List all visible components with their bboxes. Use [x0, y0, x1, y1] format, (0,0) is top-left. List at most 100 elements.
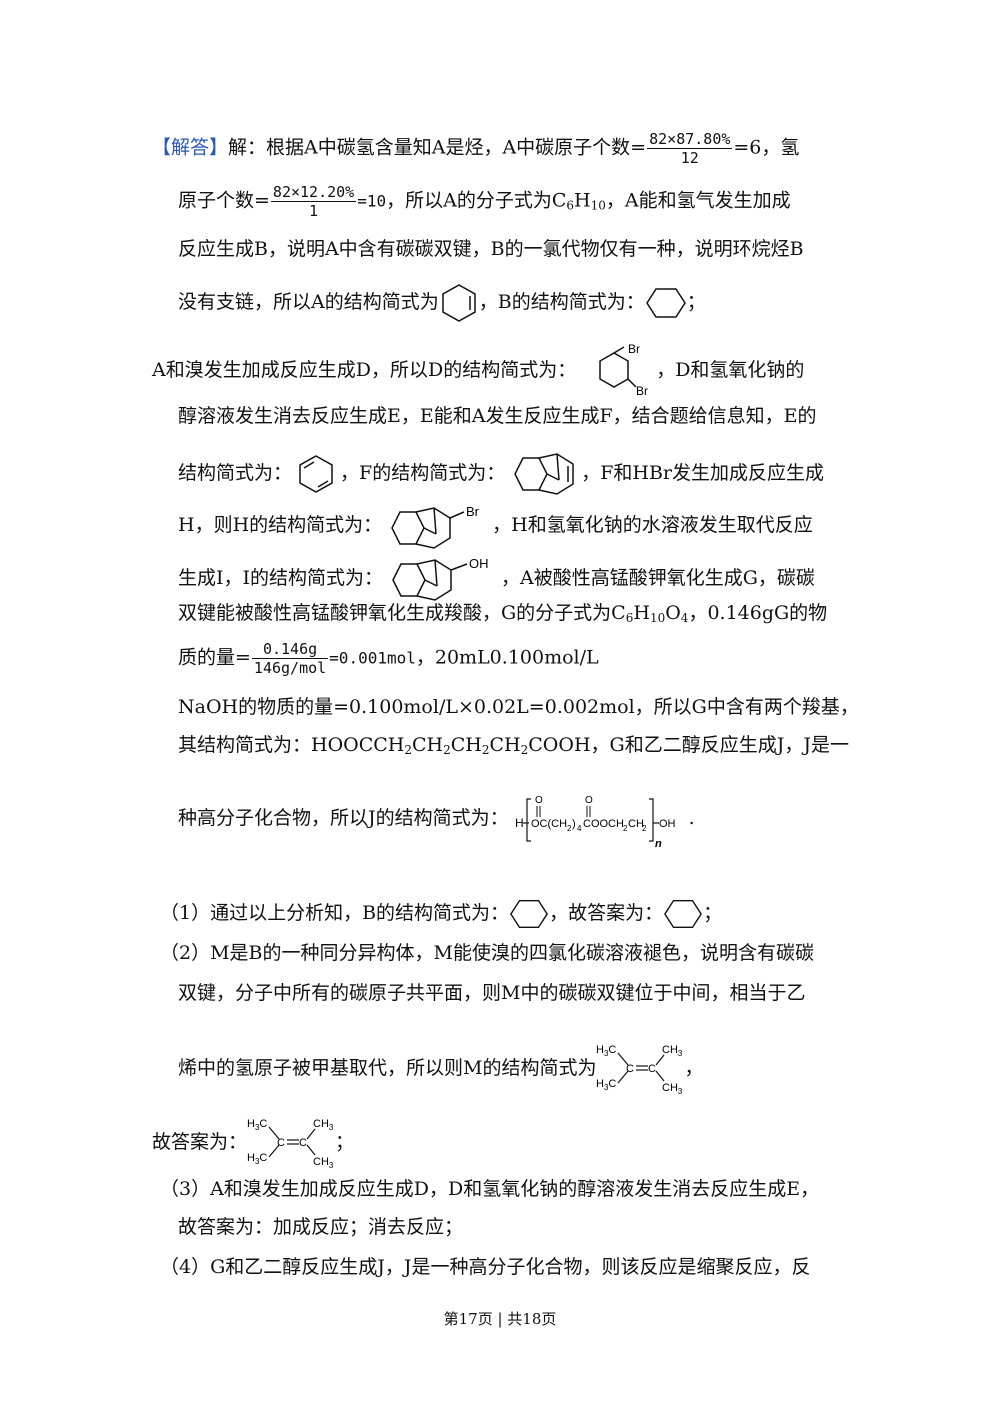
cyclohexene-structure: [441, 284, 476, 322]
poly-left: OC(CH: [531, 818, 567, 830]
fraction-carbon: 82×87.80%12: [647, 130, 733, 167]
butadiene-structure: [299, 455, 333, 493]
tetramethylethylene-structure: H3C H3C C C CH3 CH3: [596, 1044, 683, 1096]
frac-den: 12: [680, 149, 699, 167]
br-label-1: Br: [628, 343, 640, 356]
sub: 6: [625, 611, 634, 625]
text: ，F的结构简式为：: [340, 462, 506, 484]
text: 结构简式为：: [178, 462, 293, 484]
m-h3c-1: H3C: [596, 1044, 616, 1058]
question-2-line-2: 双键，分子中所有的碳原子共平面，则M中的碳碳双键位于中间，相当于乙: [178, 982, 806, 1004]
text: ，H和氢氧化钠的水溶液发生取代反应: [492, 514, 813, 536]
poly-mid: COOCH: [583, 818, 624, 830]
text: ；: [686, 291, 706, 313]
text: （1）通过以上分析知，B的结构简式为：: [160, 902, 510, 924]
sub: 2: [481, 743, 490, 757]
poly-sub2: 2: [567, 824, 572, 833]
text: =10: [357, 191, 387, 211]
answer-line-6: 醇溶液发生消去反应生成E，E能和A发生反应生成F，结合题给信息知，E的: [178, 405, 817, 427]
answer-line-12: NaOH的物质的量=0.100mol/L×0.02L=0.002mol，所以G中…: [178, 696, 859, 718]
m-ch3-2: CH3: [313, 1156, 334, 1170]
text: ，F和HBr发生加成反应生成: [581, 462, 825, 484]
m-c2: C: [299, 1137, 307, 1149]
text: ，20mL0.100mol/L: [415, 646, 599, 669]
oh-label: OH: [469, 556, 489, 571]
question-3-line-2: 故答案为：加成反应；消去反应；: [178, 1216, 464, 1238]
sub: 2: [443, 743, 451, 757]
sub: 4: [680, 611, 689, 625]
text: 原子个数=: [178, 189, 270, 212]
text: H: [633, 602, 650, 624]
poly-n: n: [655, 838, 662, 849]
text: ，B的结构简式为：: [478, 291, 645, 313]
frac-num: 0.146g: [251, 640, 329, 659]
text: 生成I，I的结构简式为：: [178, 567, 384, 589]
question-2-line-3: 烯中的氢原子被甲基取代，所以则M的结构简式为 H3C H3C C C CH3 C…: [178, 1020, 704, 1096]
cyclohexane-structure: [510, 899, 549, 929]
sub: 2: [520, 743, 529, 757]
text: .: [688, 807, 695, 829]
question-3-line-1: （3）A和溴发生加成反应生成D，D和氢氧化钠的醇溶液发生消去反应生成E，: [160, 1178, 820, 1200]
text: 没有支链，所以A的结构简式为: [178, 291, 439, 313]
text: 烯中的氢原子被甲基取代，所以则M的结构简式为: [178, 1057, 597, 1079]
text: ，A被酸性高锰酸钾氧化生成G，碳碳: [501, 567, 815, 589]
text: ，G和乙二醇反应生成J，J是一: [590, 734, 849, 756]
frac-num: 82×87.80%: [647, 130, 733, 149]
frac-num: 82×12.20%: [270, 183, 357, 202]
answer-line-2: 原子个数=82×12.20%1=10，所以A的分子式为C6H10，A能和氢气发生…: [178, 183, 791, 220]
text: ；: [703, 902, 723, 924]
h-bromo-structure: Br: [391, 504, 480, 549]
m-h3c-2: H3C: [247, 1152, 267, 1166]
text: 种高分子化合物，所以J的结构简式为：: [178, 807, 509, 829]
answer-line-4: 没有支链，所以A的结构简式为 ，B的结构简式为： ；: [178, 277, 706, 327]
cyclohexane-structure: [664, 899, 703, 929]
text: 其结构简式为：HOOCCH: [178, 734, 405, 756]
cyclohexane-structure: [645, 288, 686, 318]
text: 质的量=: [178, 646, 251, 669]
answer-line-14: 种高分子化合物，所以J的结构简式为： H OC(CH 2 ) 4 COOCH 2…: [178, 770, 695, 849]
poly-o1: O: [535, 795, 543, 806]
answer-line-13: 其结构简式为：HOOCCH2CH2CH2CH2COOH，G和乙二醇反应生成J，J…: [178, 732, 849, 758]
text: H: [574, 189, 591, 212]
polyester-structure: H OC(CH 2 ) 4 COOCH 2 CH 2 O O OH n: [515, 795, 676, 849]
sub: 10: [590, 198, 606, 213]
poly-sub2c: 2: [642, 824, 647, 833]
text: ，D和氢氧化钠的: [656, 359, 805, 381]
m-ch3-2: CH3: [662, 1082, 683, 1096]
answer-line-7: 结构简式为： ，F的结构简式为： ，F和HBr发生加成反应生成: [178, 443, 825, 495]
question-2-line-1: （2）M是B的一种同分异构体，M能使溴的四氯化碳溶液褪色，说明含有碳碳: [160, 942, 814, 964]
answer-line-9: 生成I，I的结构简式为： OH ，A被酸性高锰酸钾氧化生成G，碳碳: [178, 546, 815, 601]
m-c2: C: [648, 1063, 656, 1075]
tetramethylethylene-structure-answer: H3C H3C C C CH3 CH3: [247, 1118, 334, 1170]
page-footer: 第17页 | 共18页: [443, 1310, 557, 1328]
text: ，所以A的分子式为C: [386, 189, 567, 212]
m-ch3-1: CH3: [662, 1044, 683, 1058]
text: =0.001mol: [329, 648, 416, 668]
m-c1: C: [626, 1063, 634, 1075]
question-1-line: （1）通过以上分析知，B的结构简式为： ，故答案为： ；: [160, 893, 722, 933]
text: CH: [412, 734, 444, 756]
text: 解：根据A中碳氢含量知A是烃，A中碳原子个数=: [228, 136, 647, 159]
text: ；: [335, 1131, 355, 1153]
m-ch3-1: CH3: [313, 1118, 334, 1132]
text: 双键能被酸性高锰酸钾氧化生成羧酸，G的分子式为C: [178, 602, 626, 624]
poly-sub4: 4: [577, 824, 582, 833]
text: ，0.146gG的物: [688, 602, 828, 624]
sub: 6: [566, 198, 575, 213]
f-bicyclic-structure: [514, 453, 574, 495]
text: ，故答案为：: [549, 902, 664, 924]
fraction-hydrogen: 82×12.20%1: [270, 183, 357, 220]
frac-den: 1: [309, 202, 319, 220]
answer-line-10: 双键能被酸性高锰酸钾氧化生成羧酸，G的分子式为C6H10O4，0.146gG的物: [178, 600, 827, 626]
poly-sub2b: 2: [623, 824, 628, 833]
answer-line-3: 反应生成B，说明A中含有碳碳双键，B的一氯代物仅有一种，说明环烷烃B: [178, 238, 804, 260]
text: A和溴发生加成反应生成D，所以D的结构简式为：: [152, 359, 577, 381]
text: H，则H的结构简式为：: [178, 514, 383, 536]
sub: 10: [649, 611, 666, 625]
answer-tag: 【解答】: [152, 136, 229, 159]
i-hydroxy-structure: OH: [392, 556, 489, 601]
text: ，: [684, 1057, 704, 1079]
